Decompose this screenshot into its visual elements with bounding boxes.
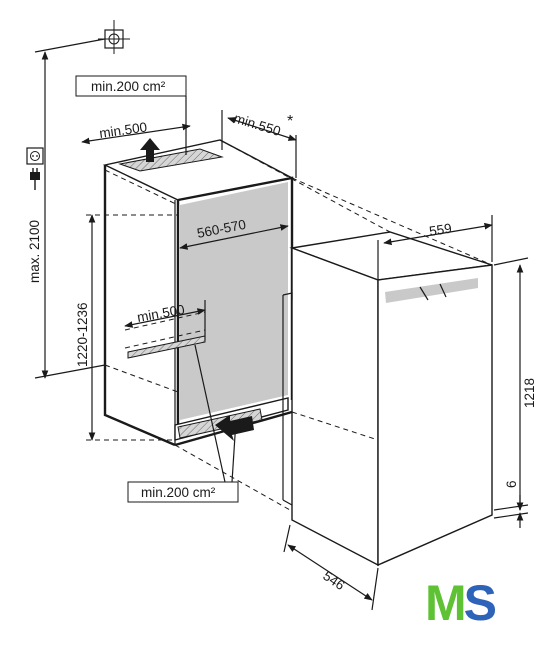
crosshair-icon [98, 20, 130, 54]
installation-niche [102, 139, 295, 447]
appliance-height-dimension [493, 257, 529, 511]
appliance-depth-dimension [283, 524, 379, 611]
niche-height-label: 1220-1236 [75, 302, 90, 367]
power-socket-icon [26, 147, 44, 165]
refrigerator-appliance [282, 231, 493, 567]
top-vent-area-label: min.200 cm² [91, 79, 166, 94]
bottom-vent-label-box [127, 481, 239, 503]
depth-clearance-mark: * [287, 113, 293, 130]
power-plug-icon [30, 168, 40, 190]
bottom-gap-label: 6 [504, 480, 519, 488]
appliance-width-label: 559 [428, 221, 453, 239]
depth-clearance-label: min.550 [232, 111, 282, 139]
niche-depth-dimension [179, 224, 289, 250]
top-vent-label-box [75, 75, 187, 97]
top-vent-width-label: min.500 [98, 119, 148, 141]
top-vent-width-dimension [81, 123, 191, 145]
ms-logo-text: MS [425, 575, 496, 631]
appliance-depth-label: 546 [320, 568, 347, 593]
appliance-width-dimension [377, 215, 493, 280]
airflow-in-arrow [215, 415, 254, 441]
bottom-vent-width-dimension [124, 300, 206, 340]
bottom-vent-area-label: min.200 cm² [141, 485, 216, 500]
appliance-height-label: 1218 [522, 378, 537, 408]
ms-logo: MS [425, 575, 499, 631]
bottom-gap-dimension [493, 495, 529, 528]
max-height-label: max. 2100 [27, 220, 42, 283]
depth-clearance-dimension [221, 110, 297, 178]
